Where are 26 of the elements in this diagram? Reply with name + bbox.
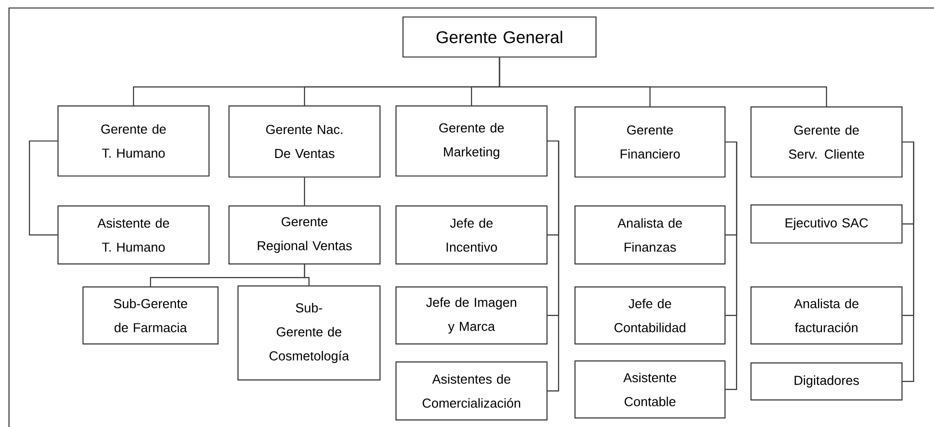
org-box: Digitadores [750, 362, 903, 401]
connector-line [28, 140, 58, 236]
connector-line [726, 141, 738, 390]
org-box: Asistente de T. Humano [57, 205, 210, 265]
org-box: Gerente de Serv. Cliente [750, 106, 903, 178]
org-box: Sub-Gerente de Farmacia [82, 286, 219, 345]
org-box: Gerente Financiero [574, 106, 726, 178]
org-box: Gerente Regional Ventas [228, 205, 381, 265]
org-box: Gerente General [402, 16, 597, 58]
connector-line [304, 264, 310, 286]
org-box: Sub-Gerente de Cosmetología [237, 285, 381, 381]
connector-line [498, 58, 828, 106]
org-box: Jefe de Contabilidad [574, 286, 726, 345]
org-box: Analista de Finanzas [574, 205, 726, 265]
connector-line [548, 140, 560, 392]
connector-line [304, 178, 306, 206]
org-box: Jefe de Imagen y Marca [395, 286, 548, 345]
org-box: Jefe de Incentivo [395, 205, 548, 265]
org-box: Asistentes de Comercialización [395, 361, 548, 421]
org-box: Gerente de T. Humano [57, 105, 210, 177]
connector-line [902, 141, 914, 382]
org-box: Gerente de Marketing [395, 105, 548, 177]
org-box: Asistente Contable [574, 360, 726, 419]
org-box: Gerente Nac. De Ventas [228, 105, 381, 178]
org-box: Ejecutivo SAC [750, 204, 903, 244]
org-box: Analista de facturación [750, 286, 903, 345]
